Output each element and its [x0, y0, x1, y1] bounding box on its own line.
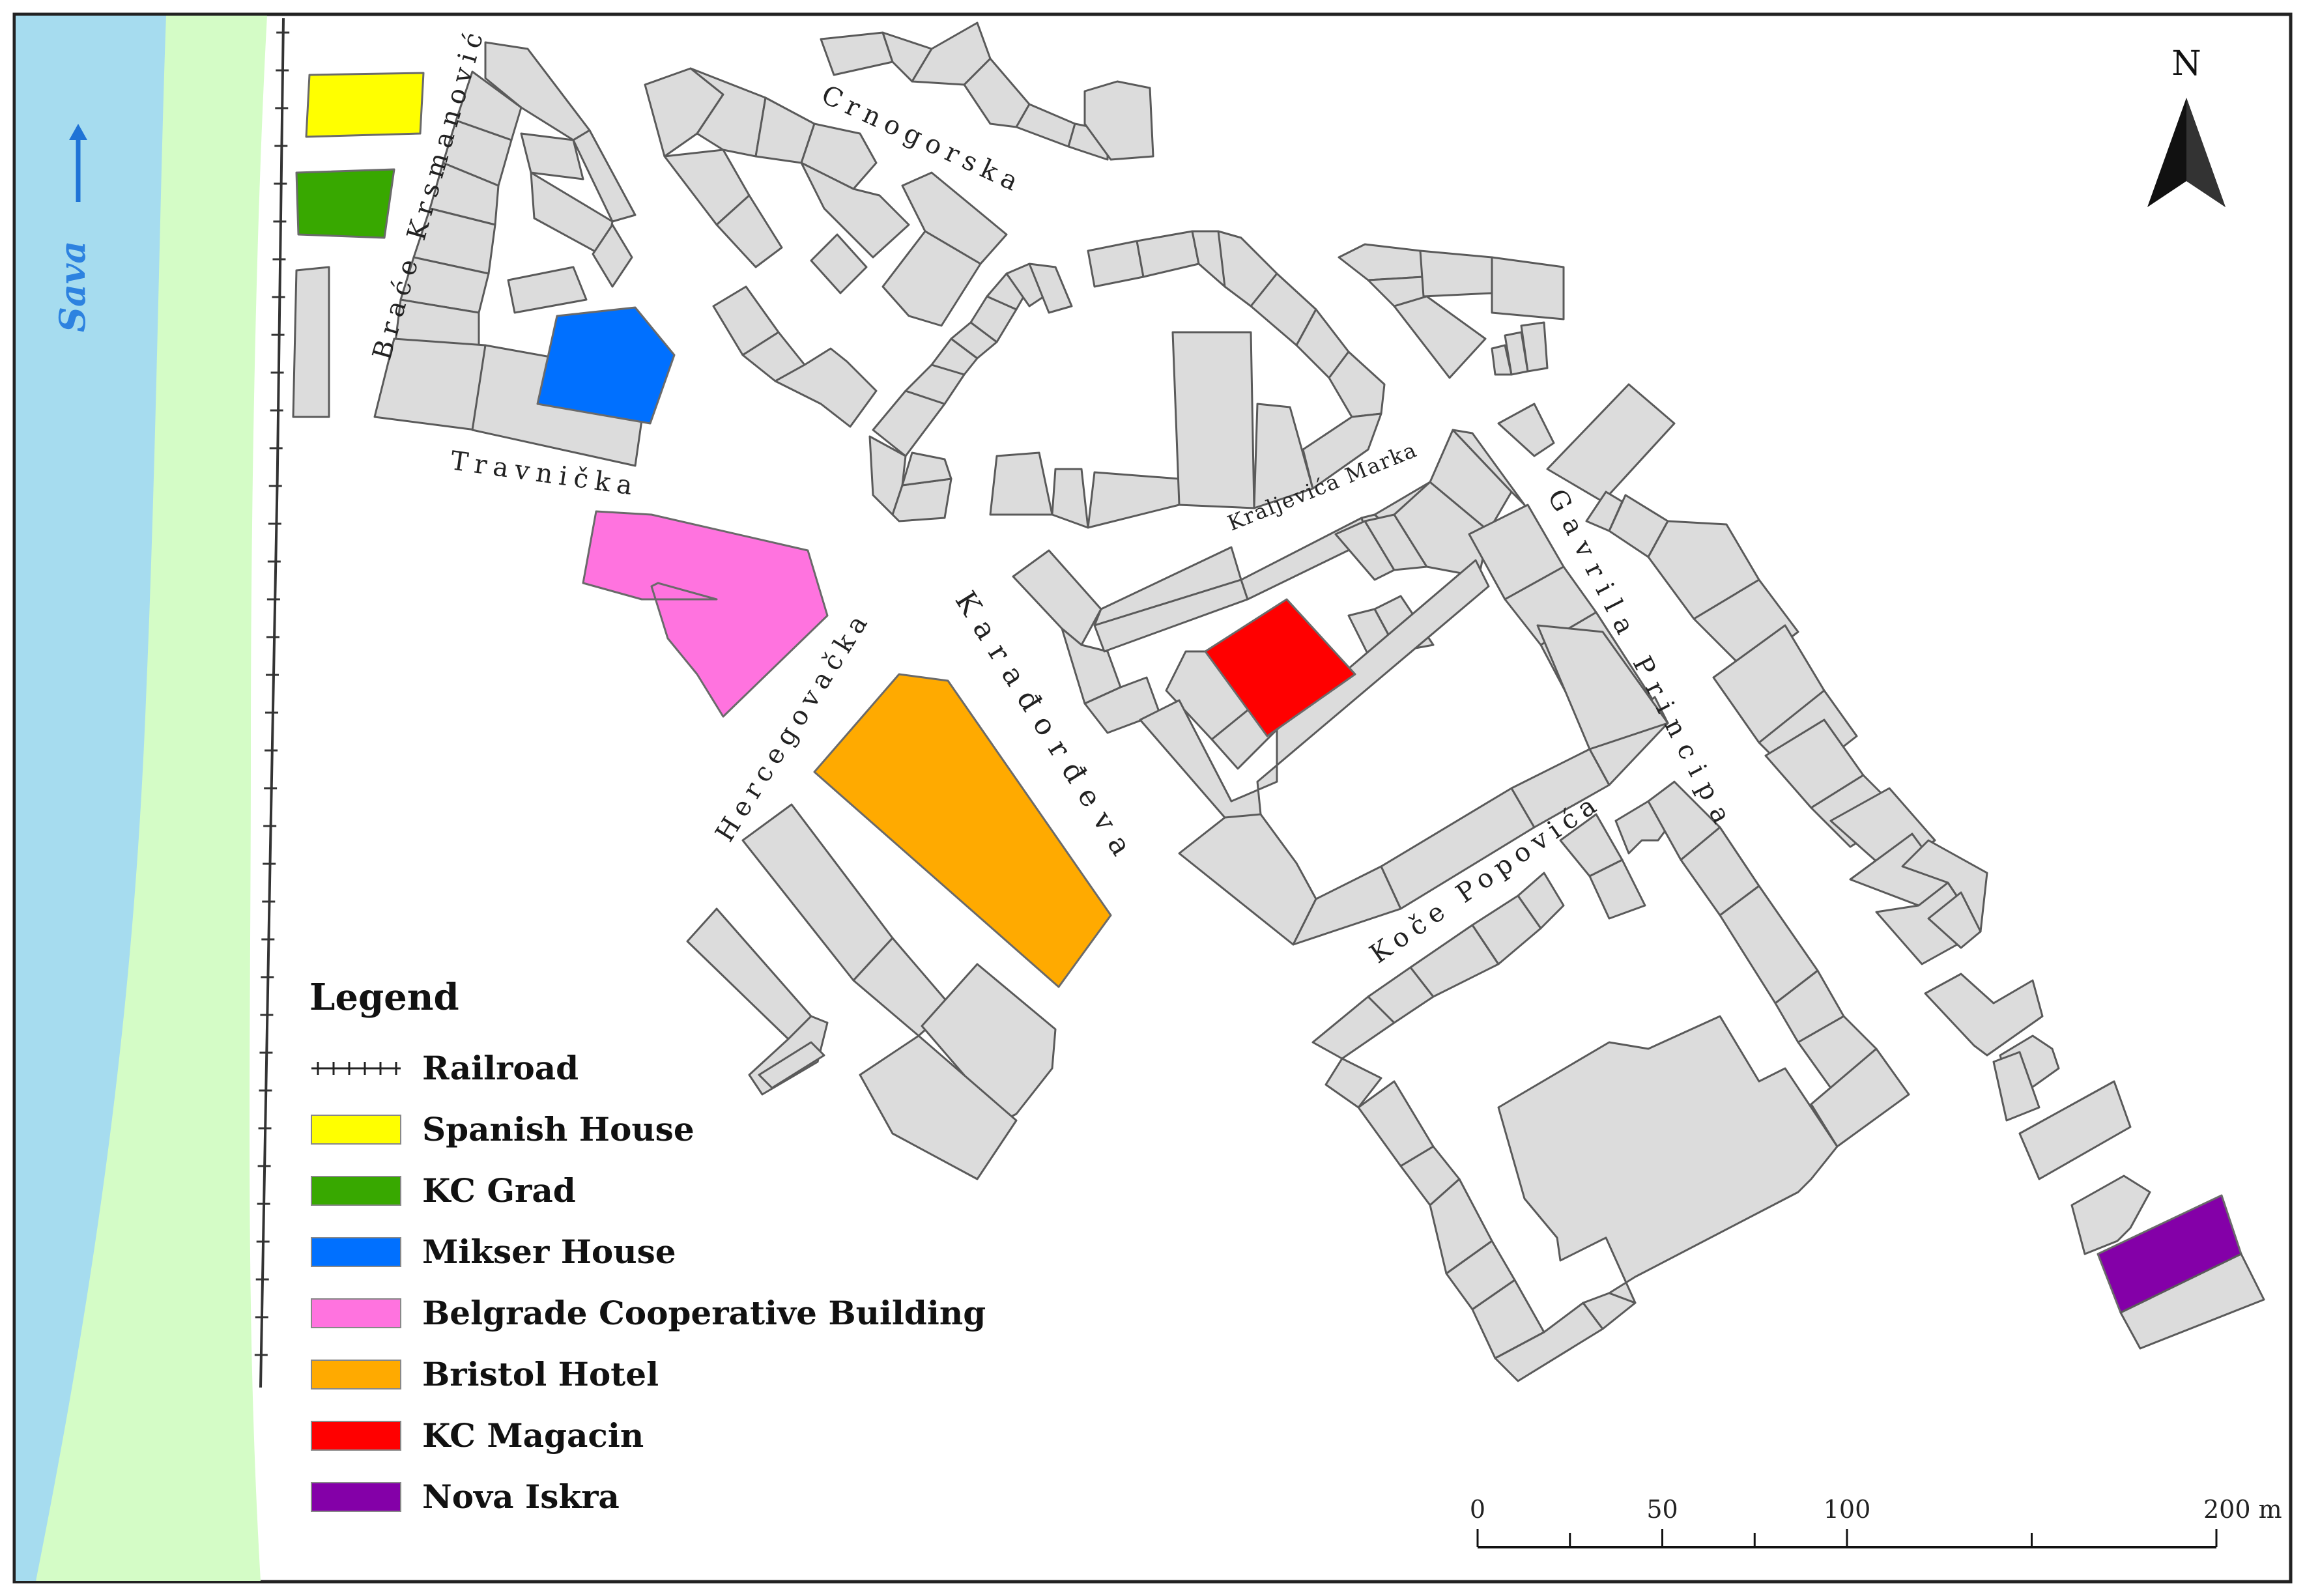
building [1992, 1051, 2040, 1122]
north-arrow: N [2147, 44, 2226, 207]
building [1328, 350, 1386, 418]
building [1012, 549, 1102, 646]
legend-label: Nova Iskra [422, 1477, 620, 1516]
north-label: N [2171, 44, 2201, 83]
legend-label: Mikser House [422, 1233, 676, 1271]
legend-label: Belgrade Cooperative Building [422, 1294, 986, 1332]
legend-swatch [311, 1298, 401, 1328]
building [592, 223, 633, 288]
river-sava [16, 16, 166, 1581]
scale-label: 50 [1646, 1495, 1678, 1524]
building [800, 122, 878, 190]
building [1924, 973, 2044, 1057]
building [1028, 263, 1073, 314]
building [810, 233, 868, 294]
building [1546, 383, 1676, 503]
building [1927, 891, 1982, 949]
building [1061, 627, 1122, 705]
building [2070, 1175, 2151, 1255]
building [891, 477, 952, 522]
building [859, 1034, 1018, 1180]
building [1497, 1015, 1839, 1304]
building [520, 132, 584, 180]
mikser-house-building [536, 306, 676, 425]
building [1393, 295, 1487, 379]
building [2018, 1080, 2132, 1180]
kc-grad-building [295, 168, 395, 239]
building [1171, 331, 1255, 509]
kc-magacin-building [1204, 598, 1356, 737]
building [1051, 468, 1089, 529]
legend-label: KC Magacin [422, 1416, 644, 1455]
building [1520, 321, 1549, 373]
legend-label: Railroad [422, 1049, 579, 1087]
building [800, 162, 910, 259]
building [758, 1041, 825, 1089]
building [1253, 403, 1314, 509]
building [1517, 872, 1565, 930]
building [1536, 624, 1669, 750]
building [1419, 249, 1493, 298]
building [1083, 80, 1154, 161]
scale-label: 0 [1470, 1495, 1485, 1524]
building [1497, 403, 1555, 457]
building [1452, 429, 1526, 506]
river-flow-arrowhead-icon [69, 124, 87, 140]
building [1302, 412, 1382, 490]
bristol-hotel-building [813, 673, 1112, 988]
scale-label: 100 [1824, 1495, 1871, 1524]
building [901, 171, 1008, 265]
legend-title: Legend [309, 976, 459, 1019]
building [774, 347, 878, 428]
legend-swatch [311, 1482, 401, 1512]
belgrade-cooperative-building [582, 510, 829, 718]
river-label: Sava [51, 241, 93, 332]
building [1491, 256, 1565, 321]
legend-swatch [311, 1176, 401, 1206]
railroad-line [254, 18, 290, 1388]
legend-swatch [311, 1237, 401, 1267]
building [901, 451, 952, 487]
building [572, 129, 637, 223]
building [715, 194, 783, 268]
legend-swatch [311, 1115, 401, 1145]
building [1588, 859, 1646, 920]
legend-swatch [311, 1360, 401, 1389]
legend-label: Bristol Hotel [422, 1355, 659, 1393]
scale-label: 200 m [2203, 1495, 2282, 1524]
building-blocks [292, 21, 2151, 1382]
building [1647, 520, 1760, 620]
scale-bar: 0 50 100 200 m [1470, 1495, 2282, 1548]
spanish-house-building [305, 72, 425, 138]
legend-label: KC Grad [422, 1171, 576, 1210]
legend-label: Spanish House [422, 1110, 694, 1148]
legend-swatch [311, 1421, 401, 1451]
building [2119, 1253, 2265, 1350]
building [881, 230, 982, 327]
building [507, 266, 588, 314]
building [292, 266, 330, 418]
